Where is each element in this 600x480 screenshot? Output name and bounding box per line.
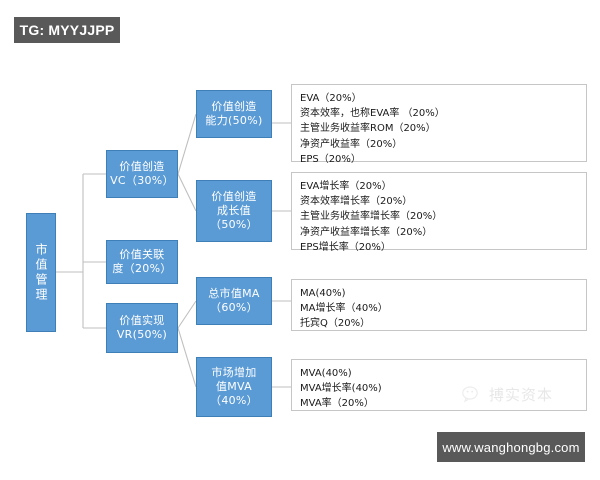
node-label-line2: VC（30%） [110, 174, 174, 187]
node-label-line2: 能力(50%) [205, 114, 263, 127]
node-root-label: 市值管理 [34, 242, 48, 303]
node-total-market-value[interactable]: 总市值MA （60%） [196, 277, 272, 325]
node-label-line1: 价值创造 [119, 160, 165, 174]
tg-badge: TG: MYYJJPP [14, 17, 120, 43]
panel-row: EVA增长率（20%） [300, 181, 392, 192]
node-label-line1: 价值关联 [119, 248, 165, 262]
node-label-line1: 市场增加 [211, 366, 257, 380]
panel-capability-metrics: EVA（20%） 资本效率，也称EVA率 （20%） 主管业务收益率ROM（20… [291, 84, 587, 165]
node-label-line3: （40%） [210, 393, 258, 407]
node-value-realization[interactable]: 价值实现 VR(50%) [106, 303, 178, 353]
panel-row: MA(40%) [300, 288, 346, 299]
node-label-line1: 价值创造 [211, 190, 257, 204]
node-label-line2: 度（20%） [112, 262, 172, 275]
panel-row: EVA（20%） [300, 93, 362, 104]
panel-row: EPS（20%） [300, 153, 361, 165]
node-value-linkage[interactable]: 价值关联 度（20%） [106, 240, 178, 284]
connector-vr-ma [177, 300, 197, 329]
panel-row: MA增长率（40%） [300, 303, 388, 315]
panel-row: 托宾Q（20%） [300, 318, 371, 330]
panel-row: 净资产收益率增长率（20%） [300, 226, 433, 238]
panel-row: MVA增长率(40%) [300, 383, 382, 395]
node-label-line2: VR(50%) [116, 328, 168, 341]
node-label-line2: （60%） [210, 301, 258, 314]
panel-mva-metrics: MVA(40%) MVA增长率(40%) MVA率（20%） [291, 359, 587, 411]
panel-row: MVA(40%) [300, 368, 352, 379]
node-label-line3: （50%） [210, 217, 258, 231]
node-label-line2: 值MVA [215, 380, 253, 394]
site-badge: www.wanghongbg.com [437, 432, 585, 462]
panel-row: MVA率（20%） [300, 398, 374, 410]
node-value-creation-capability[interactable]: 价值创造 能力(50%) [196, 90, 272, 138]
panel-row: 资本效率增长率（20%） [300, 196, 413, 208]
node-label-line1: 总市值MA [208, 287, 260, 301]
node-root[interactable]: 市值管理 [26, 213, 56, 332]
panel-row: 净资产收益率（20%） [300, 138, 403, 150]
node-label-line1: 价值创造 [211, 100, 257, 114]
tg-badge-text: TG: MYYJJPP [19, 22, 115, 38]
panel-row: EPS增长率（20%） [300, 241, 391, 253]
node-value-creation-growth[interactable]: 价值创造 成长值 （50%） [196, 180, 272, 242]
connector-vc-growth [177, 173, 197, 212]
connector-vc-capability [177, 113, 197, 175]
panel-row: 主管业务收益率ROM（20%） [300, 123, 436, 135]
node-market-value-added[interactable]: 市场增加 值MVA （40%） [196, 357, 272, 417]
connector-vr-mva [177, 327, 197, 388]
panel-row: 资本效率，也称EVA率 （20%） [300, 108, 445, 120]
node-value-creation[interactable]: 价值创造 VC（30%） [106, 150, 178, 198]
panel-growth-metrics: EVA增长率（20%） 资本效率增长率（20%） 主管业务收益率增长率（20%）… [291, 172, 587, 253]
site-badge-text: www.wanghongbg.com [442, 439, 580, 455]
panel-row: 主管业务收益率增长率（20%） [300, 211, 443, 223]
node-label-line1: 价值实现 [119, 314, 165, 328]
node-label-line2: 成长值 [217, 204, 251, 218]
panel-market-value-metrics: MA(40%) MA增长率（40%） 托宾Q（20%） [291, 279, 587, 331]
